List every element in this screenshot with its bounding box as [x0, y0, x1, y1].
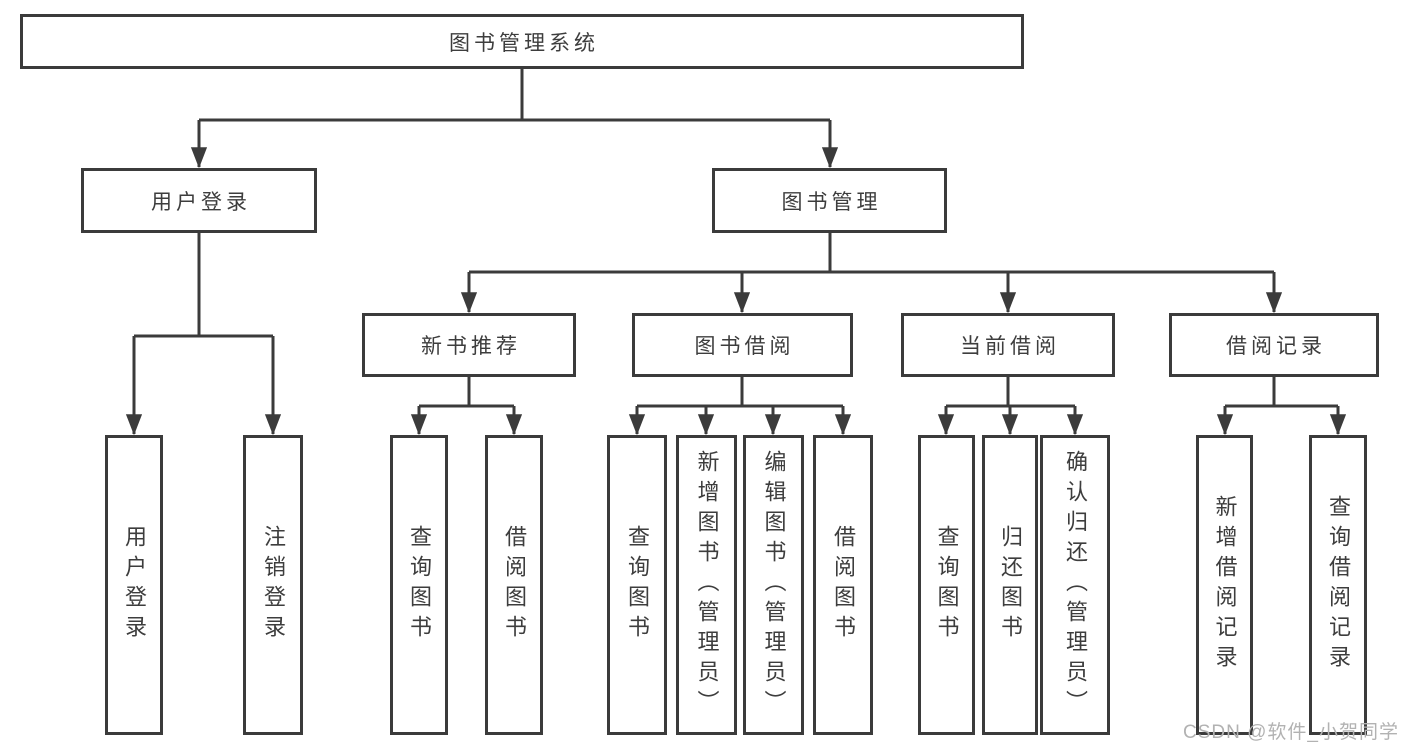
node-label: 查询图书 [934, 525, 960, 645]
node-root-library-system: 图书管理系统 [20, 14, 1024, 69]
leaf-borrow-books: 借阅图书 [813, 435, 873, 735]
node-label: 新增图书（管理员） [694, 450, 720, 720]
node-new-book-recommendation: 新书推荐 [362, 313, 576, 377]
leaf-logout: 注销登录 [243, 435, 303, 735]
leaf-borrow-books-recommend: 借阅图书 [485, 435, 543, 735]
node-borrowing-records: 借阅记录 [1169, 313, 1379, 377]
node-label: 编辑图书（管理员） [761, 450, 787, 720]
leaf-return-books: 归还图书 [982, 435, 1038, 735]
node-label: 用户登录 [151, 190, 251, 214]
leaf-edit-books-admin: 编辑图书（管理员） [743, 435, 804, 735]
node-label: 借阅图书 [502, 525, 527, 645]
leaf-query-borrow-record: 查询借阅记录 [1309, 435, 1367, 735]
node-label: 借阅图书 [831, 525, 856, 645]
node-label: 图书管理系统 [449, 31, 599, 55]
leaf-add-books-admin: 新增图书（管理员） [676, 435, 737, 735]
node-current-borrowing: 当前借阅 [901, 313, 1115, 377]
node-label: 归还图书 [998, 525, 1023, 645]
node-label: 图书借阅 [694, 335, 795, 358]
node-label: 注销登录 [261, 525, 286, 645]
node-user-login: 用户登录 [81, 168, 317, 233]
leaf-confirm-return-admin: 确认归还（管理员） [1040, 435, 1110, 735]
node-label: 当前借阅 [960, 335, 1060, 358]
node-label: 图书管理 [781, 190, 882, 214]
csdn-watermark: CSDN @软件_小贺同学 [1183, 722, 1399, 743]
node-book-borrowing: 图书借阅 [632, 313, 853, 377]
node-label: 确认归还（管理员） [1063, 450, 1088, 720]
node-book-management: 图书管理 [712, 168, 947, 233]
node-label: 查询图书 [625, 525, 650, 645]
leaf-query-books-current: 查询图书 [918, 435, 975, 735]
node-label: 查询图书 [407, 525, 432, 645]
node-label: 新书推荐 [421, 335, 521, 358]
leaf-query-books-borrowing: 查询图书 [607, 435, 667, 735]
leaf-user-login: 用户登录 [105, 435, 163, 735]
leaf-query-books-recommend: 查询图书 [390, 435, 448, 735]
leaf-add-borrow-record: 新增借阅记录 [1196, 435, 1253, 735]
node-label: 查询借阅记录 [1326, 495, 1351, 675]
node-label: 借阅记录 [1226, 335, 1326, 358]
node-label: 新增借阅记录 [1212, 495, 1238, 675]
node-label: 用户登录 [122, 525, 147, 645]
